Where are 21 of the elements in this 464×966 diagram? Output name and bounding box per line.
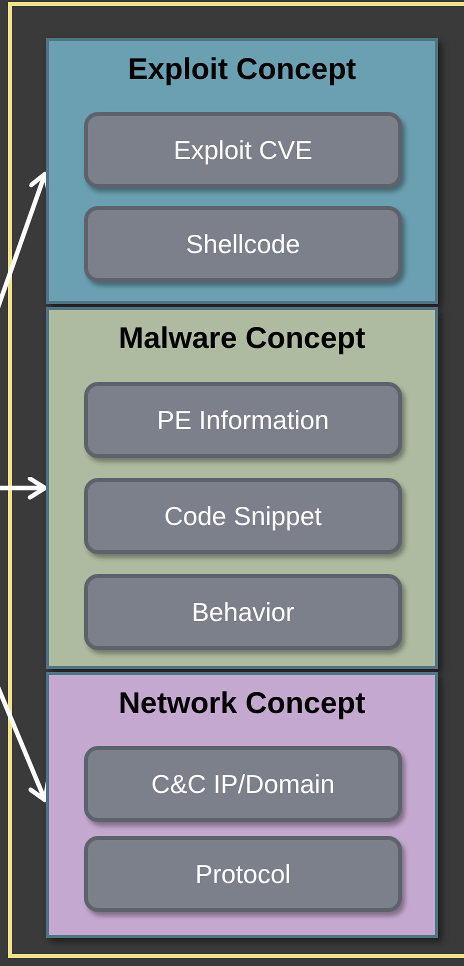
item-label: Behavior: [192, 596, 294, 628]
item-label: Protocol: [195, 858, 291, 890]
panel-title: Network Concept: [118, 687, 366, 721]
concept-panel: [46, 307, 438, 669]
item-box: [84, 478, 402, 554]
item-box: [84, 112, 402, 188]
item-box: [84, 206, 402, 282]
item-label: Shellcode: [186, 228, 300, 260]
arrow: [0, 476, 48, 500]
item-box: [84, 574, 402, 650]
item-label: PE Information: [157, 404, 329, 436]
concept-panel: [46, 38, 438, 304]
panel-title: Malware Concept: [118, 322, 366, 356]
item-box: [84, 746, 402, 822]
item-box: [84, 836, 402, 912]
panel-title: Exploit Concept: [126, 53, 358, 87]
item-label: Exploit CVE: [174, 134, 312, 166]
item-label: C&C IP/Domain: [151, 768, 335, 800]
concept-panel: [46, 672, 438, 938]
item-box: [84, 382, 402, 458]
item-label: Code Snippet: [164, 500, 322, 532]
